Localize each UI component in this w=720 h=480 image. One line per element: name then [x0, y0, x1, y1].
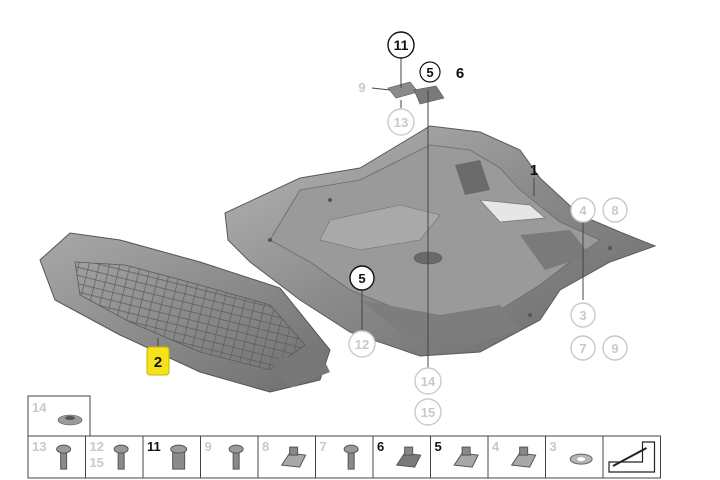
- strip-cell: 8: [257, 435, 316, 479]
- front-shield: [39, 232, 331, 393]
- strip-cell-label: 13: [32, 439, 46, 454]
- callout-13-top: 13: [387, 108, 415, 136]
- callout-5-top-label: 5: [426, 65, 433, 80]
- clip-nut-icon: [510, 446, 537, 468]
- strip-cell-label: 4: [492, 439, 500, 454]
- strip-cell: 11: [142, 435, 201, 479]
- callout-2: 2: [146, 346, 170, 376]
- strip-cell-label: 6: [377, 439, 384, 454]
- callout-11-label: 11: [394, 37, 409, 53]
- callout-3-label: 3: [579, 308, 586, 323]
- callout-14-mid-label: 14: [421, 374, 436, 389]
- callout-9-top: 9: [358, 80, 365, 95]
- nut-icon: [395, 446, 422, 468]
- strip-cell-label: 7: [320, 439, 327, 454]
- strip-cell: 13: [27, 435, 86, 479]
- screw-icon: [343, 444, 359, 470]
- callout-9-right: 9: [602, 335, 628, 361]
- callout-2-label: 2: [154, 354, 162, 371]
- strip-cell-label: 12: [90, 439, 104, 454]
- callout-5-mid-label: 5: [358, 271, 365, 286]
- arrow-icon: [608, 441, 656, 473]
- callout-1: 1: [530, 162, 538, 179]
- strip-cell: 6: [372, 435, 431, 479]
- callout-12-mid-label: 12: [355, 337, 369, 352]
- bolt-icon: [56, 444, 72, 470]
- underbody-panel: [224, 125, 657, 357]
- strip-cell-label: 15: [90, 455, 104, 470]
- screw-icon: [113, 444, 129, 470]
- callout-9-top-label: 9: [358, 80, 365, 95]
- callout-1-label: 1: [530, 162, 538, 179]
- callout-6-top-label: 6: [456, 65, 464, 82]
- strip-cell: 7: [315, 435, 374, 479]
- callout-13-top-label: 13: [394, 115, 408, 130]
- strip-cell: 4: [487, 435, 546, 479]
- screw-icon: [228, 444, 244, 470]
- callout-15-mid: 15: [414, 398, 442, 426]
- top-bracket: [387, 81, 445, 105]
- callout-7-label: 7: [579, 341, 586, 356]
- callout-5-top: 5: [419, 61, 441, 83]
- leader-lines: [157, 58, 584, 378]
- callout-7: 7: [570, 335, 596, 361]
- callout-3: 3: [570, 302, 596, 328]
- washer-icon: [569, 453, 593, 465]
- strip-cell: 9: [200, 435, 259, 479]
- callout-4-label: 4: [579, 203, 587, 218]
- callout-11: 11: [387, 31, 415, 59]
- strip-cell-top: 14: [27, 395, 91, 437]
- callout-14-mid: 14: [414, 367, 442, 395]
- callout-12-mid: 12: [348, 330, 376, 358]
- callout-6-top: 6: [456, 65, 464, 82]
- strip-cell-label: 8: [262, 439, 269, 454]
- sleeve-nut-icon: [170, 444, 188, 470]
- strip-cell-label: 11: [147, 439, 161, 454]
- strip-cell-top-label: 14: [32, 400, 47, 415]
- callout-4: 4: [570, 197, 596, 223]
- strip-cell: 3: [545, 435, 604, 479]
- clip-nut-icon: [453, 446, 479, 468]
- strip-cell: 5: [430, 435, 489, 479]
- strip-cell: [602, 435, 661, 479]
- clip-nut-icon: [280, 446, 307, 468]
- strip-cell-label: 3: [550, 439, 557, 454]
- callout-15-mid-label: 15: [421, 405, 435, 420]
- strip-cell-label: 9: [205, 439, 212, 454]
- callout-5-mid: 5: [349, 265, 375, 291]
- callout-8: 8: [602, 197, 628, 223]
- callout-9-right-label: 9: [611, 341, 618, 356]
- strip-cell-label: 5: [435, 439, 442, 454]
- callout-8-label: 8: [611, 203, 618, 218]
